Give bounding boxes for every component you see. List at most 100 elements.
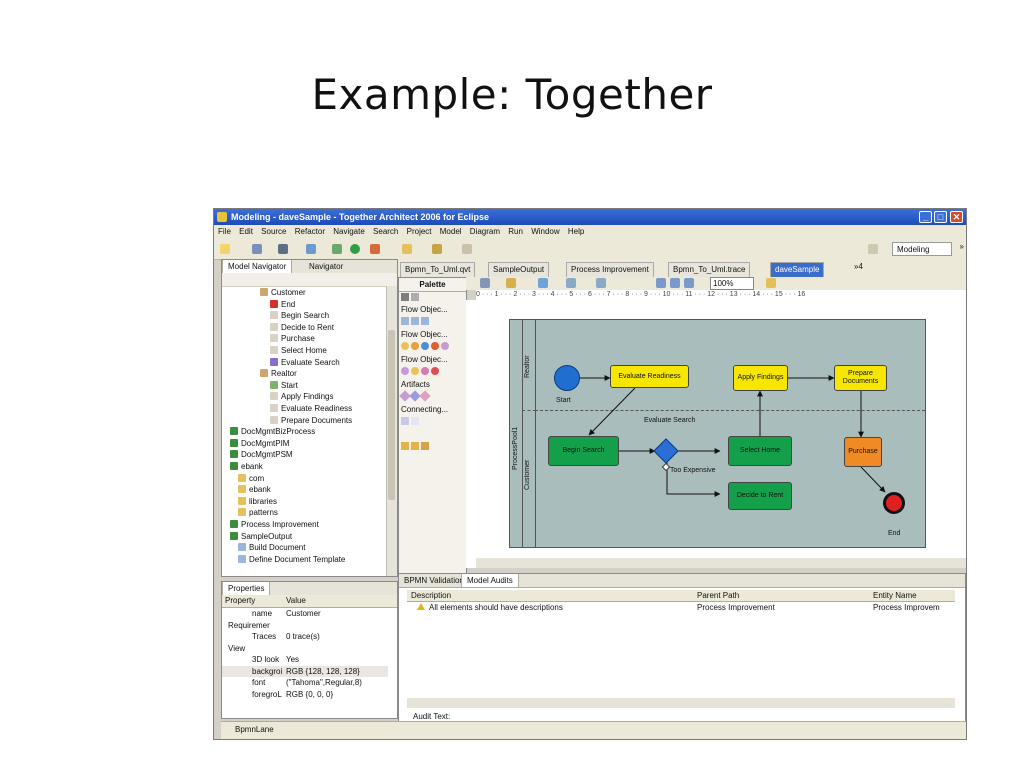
tree-item[interactable]: Prepare Documents [270,415,352,426]
format-icon[interactable] [566,278,576,288]
task-select-home[interactable]: Select Home [728,436,792,466]
tree-item[interactable]: ebank [238,484,271,495]
palette-drawer-flow-objects-2[interactable]: Flow Objec... [401,330,448,339]
process-pool[interactable]: ProcessPool1 Realtor Customer [509,319,926,548]
tab-bpmn-to-uml-trace[interactable]: Bpmn_To_Uml.trace [668,262,751,277]
menu-refactor[interactable]: Refactor [294,227,325,236]
property-column-header[interactable]: Property [225,596,256,605]
tree-item[interactable]: Realtor [260,368,297,379]
menu-run[interactable]: Run [508,227,523,236]
start-event[interactable] [554,365,580,391]
tab-bpmn-to-uml-qvt[interactable]: Bpmn_To_Uml.qvt [400,262,476,277]
entity-name-column-header[interactable]: Entity Name [873,591,917,600]
menu-source[interactable]: Source [261,227,287,236]
audit-row[interactable]: All elements should have descriptions Pr… [407,602,955,613]
palette-event-tools[interactable] [401,342,451,352]
menu-file[interactable]: File [218,227,231,236]
tree-item[interactable]: libraries [238,496,277,507]
menu-diagram[interactable]: Diagram [469,227,501,236]
tab-properties[interactable]: Properties [222,582,271,595]
property-row[interactable]: Requiremer [222,620,388,631]
tree-item[interactable]: patterns [238,507,278,518]
build-icon[interactable] [332,244,342,254]
menu-model[interactable]: Model [439,227,462,236]
palette-connection-tools[interactable] [401,442,431,452]
tree-item[interactable]: DocMgmtPIM [230,438,289,449]
task-purchase[interactable]: Purchase [844,437,882,467]
palette-selection-tools[interactable] [401,293,421,303]
task-begin-search[interactable]: Begin Search [548,436,619,466]
palette-gateway-tools[interactable] [399,390,431,402]
tree-item[interactable]: Begin Search [270,310,329,321]
zoom-in-icon[interactable] [656,278,666,288]
search-icon[interactable] [432,244,442,254]
close-button[interactable]: ✕ [950,211,963,223]
run-icon[interactable] [350,244,360,254]
canvas-hscrollbar[interactable] [476,558,966,568]
align-icon[interactable] [538,278,548,288]
toolbar-overflow[interactable]: » [959,242,964,251]
menu-navigate[interactable]: Navigate [333,227,365,236]
tree-item[interactable]: Customer [260,287,306,298]
diagram-canvas[interactable]: ProcessPool1 Realtor Customer [476,300,966,568]
pool-header[interactable]: ProcessPool1 [510,320,523,547]
new-icon[interactable] [220,244,230,254]
external-tools-icon[interactable] [370,244,380,254]
end-event[interactable] [883,492,905,514]
parent-path-column-header[interactable]: Parent Path [697,591,740,600]
tree-item[interactable]: Process Improvement [230,519,319,530]
palette-intermediate-tools[interactable] [401,367,441,377]
tree-item[interactable]: Purchase [270,333,315,344]
tree-item[interactable]: SampleOutput [230,531,292,542]
tree-item[interactable]: Start [270,380,298,391]
tree-item[interactable]: com [238,473,264,484]
back-icon[interactable] [462,244,472,254]
tab-bpmn-validation[interactable]: BPMN Validation [404,576,464,585]
maximize-button[interactable]: □ [934,211,947,223]
print-diagram-icon[interactable] [480,278,490,288]
palette-lane-tools[interactable] [401,317,431,327]
route-icon[interactable] [596,278,606,288]
palette-drawer-artifacts[interactable]: Connecting... [401,405,449,414]
tree-item[interactable]: Define Document Template [238,554,345,565]
navigator-scrollbar[interactable] [386,286,397,576]
zoom-combo[interactable]: 100% [710,277,754,290]
save-icon[interactable] [252,244,262,254]
layout-icon[interactable] [506,278,516,288]
tree-item[interactable]: Apply Findings [270,391,333,402]
property-row[interactable]: View [222,643,388,654]
tree-item[interactable]: DocMgmtPSM [230,449,293,460]
tab-model-audits[interactable]: Model Audits [461,574,519,587]
editor-tabs-overflow[interactable]: »4 [854,262,863,271]
menu-search[interactable]: Search [373,227,399,236]
description-column-header[interactable]: Description [411,591,452,600]
fit-icon[interactable] [684,278,694,288]
palette-artifact-tools[interactable] [401,417,421,427]
tab-model-navigator[interactable]: Model Navigator [222,260,293,273]
tab-process-improvement[interactable]: Process Improvement [566,262,654,277]
tab-davesample[interactable]: daveSample [770,262,825,277]
task-evaluate-readiness[interactable]: Evaluate Readiness [610,365,689,388]
audits-scrollbar[interactable] [407,698,955,708]
menu-window[interactable]: Window [531,227,560,236]
value-column-header[interactable]: Value [286,596,306,605]
menu-project[interactable]: Project [406,227,432,236]
tab-navigator[interactable]: Navigator [309,262,344,271]
perspective-switcher[interactable]: Modeling [892,242,952,256]
debug-icon[interactable] [306,244,316,254]
pan-icon[interactable] [766,278,776,288]
minimize-button[interactable]: _ [919,211,932,223]
property-row[interactable]: font("Tahoma",Regular,8) [222,677,388,688]
palette-drawer-flow-objects-1[interactable]: Flow Objec... [401,305,448,314]
pencil-icon[interactable] [402,244,412,254]
open-perspective-icon[interactable] [868,244,878,254]
navigator-scroll-thumb[interactable] [388,330,395,500]
tree-item[interactable]: ebank [230,461,263,472]
zoom-out-icon[interactable] [670,278,680,288]
tree-item[interactable]: Decide to Rent [270,322,334,333]
tab-sample-output[interactable]: SampleOutput [488,262,550,277]
